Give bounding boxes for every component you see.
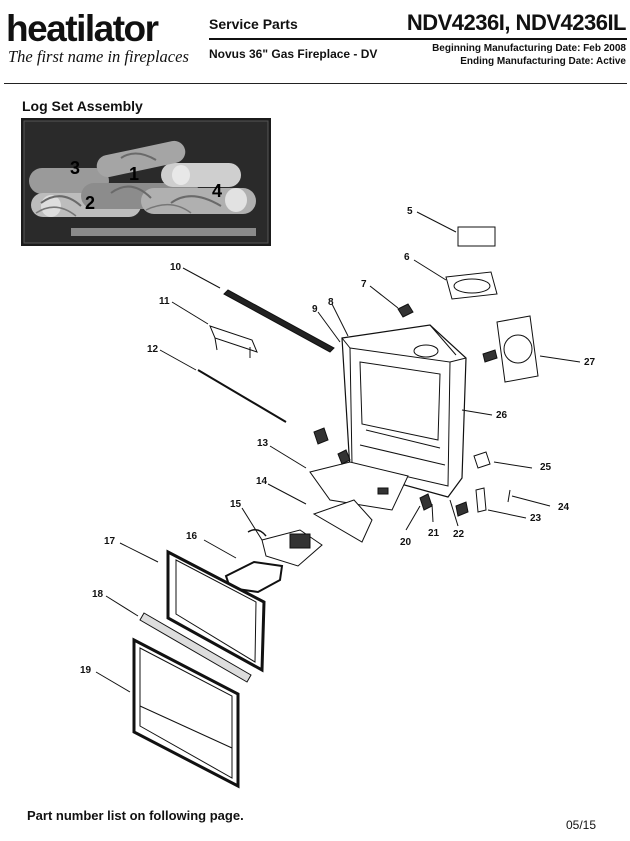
revision-date: 05/15 (566, 818, 597, 832)
footer-note: Part number list on following page. (27, 808, 244, 823)
callout-23: 23 (530, 513, 542, 524)
log-set-title: Log Set Assembly (22, 98, 143, 114)
log-set-photo: 1 2 3 4 (21, 118, 271, 246)
callout-9: 9 (312, 304, 318, 315)
callout-18: 18 (92, 589, 104, 600)
callout-8: 8 (328, 297, 334, 308)
product-name: Novus 36" Gas Fireplace - DV (209, 47, 378, 61)
callout-13: 13 (257, 438, 269, 449)
end-date: Ending Manufacturing Date: Active (460, 56, 626, 67)
log-3-number: 3 (70, 158, 80, 178)
callout-11: 11 (159, 296, 170, 307)
callout-21: 21 (428, 528, 440, 539)
brand-tagline: The first name in fireplaces (8, 47, 189, 66)
callout-27: 27 (584, 357, 596, 368)
callout-20: 20 (400, 537, 412, 548)
model-numbers: NDV4236I, NDV4236IL (406, 10, 627, 35)
callout-5: 5 (407, 206, 413, 217)
heatilator-logo: heatilator The first name in fireplaces (6, 10, 189, 67)
callout-7: 7 (361, 279, 367, 290)
callout-6: 6 (404, 252, 410, 263)
manufacturing-dates: Beginning Manufacturing Date: Feb 2008 E… (432, 42, 626, 68)
callout-24: 24 (558, 502, 570, 513)
log-2-number: 2 (85, 193, 95, 213)
callout-12: 12 (147, 344, 159, 355)
log-4-number: 4 (212, 181, 222, 201)
log-1-number: 1 (129, 164, 139, 184)
begin-date: Beginning Manufacturing Date: Feb 2008 (432, 43, 626, 54)
callout-10: 10 (170, 262, 182, 273)
service-parts-label: Service Parts (209, 16, 298, 32)
callout-19: 19 (80, 665, 92, 676)
header-rule (209, 38, 627, 40)
header-divider (4, 83, 627, 84)
callout-16: 16 (186, 531, 198, 542)
callout-15: 15 (230, 499, 242, 510)
callout-22: 22 (453, 529, 465, 540)
brand-wordmark: heatilator (6, 8, 159, 49)
callout-17: 17 (104, 536, 116, 547)
callout-14: 14 (256, 476, 268, 487)
callout-25: 25 (540, 462, 552, 473)
callout-26: 26 (496, 410, 508, 421)
